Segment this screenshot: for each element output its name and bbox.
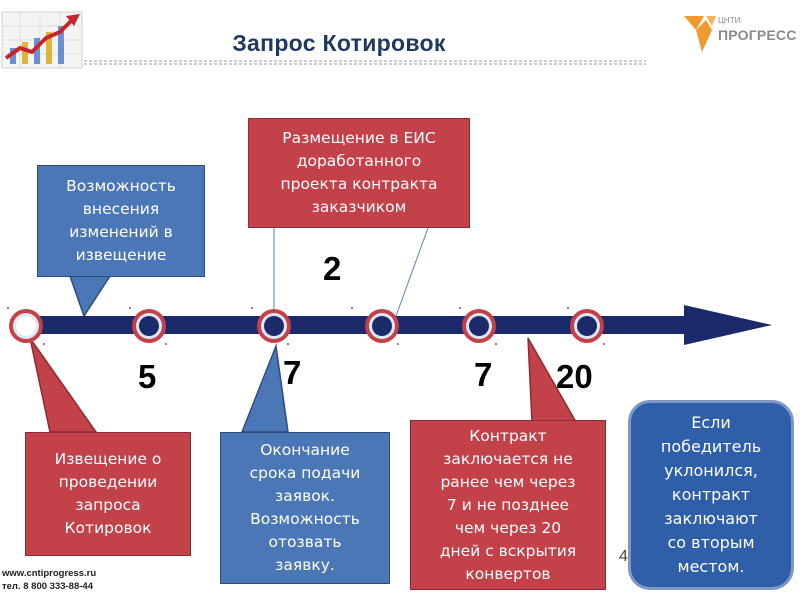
callout-tail-deadline [240,343,289,433]
brand-small-label: ЦНТИ [718,16,741,25]
timeline-node [462,309,496,343]
brand-name: ПРОГРЕСС [718,27,797,43]
brand-logo-icon [684,16,716,52]
connector-line [395,227,429,317]
timeline-arrow-head [684,305,772,345]
page-number: 4 [619,548,628,565]
interval-number: 20 [556,358,593,395]
timeline-arrow-shaft [22,316,694,334]
title-divider [84,60,646,65]
timeline-node [257,309,291,343]
callout-placement: Размещение в ЕИС доработанного проекта к… [248,118,470,228]
callout-winner: Если победитель уклонился, контракт закл… [628,400,794,590]
timeline-node [365,309,399,343]
timeline-node [9,309,43,343]
timeline-node [132,309,166,343]
callout-tail-changes [68,275,112,318]
footer-phone: тел. 8 800 333-88-44 [2,581,93,592]
page-title: Запрос Котировок [232,30,446,56]
callout-notice: Извещение о проведении запроса Котировок [25,432,191,556]
callout-deadline: Окончание срока подачи заявок. Возможнос… [220,432,390,584]
interval-number: 7 [474,356,493,393]
interval-number: 7 [283,354,302,391]
callout-changes: Возможность внесения изменений в извещен… [37,165,205,277]
callout-contract: Контракт заключается не ранее чем через … [410,420,606,590]
timeline-node [570,309,604,343]
callout-tail-notice [29,337,98,433]
interval-number: 5 [138,358,157,395]
interval-number: 2 [323,250,342,287]
footer-website[interactable]: www.cntiprogress.ru [2,568,97,579]
callout-tail-placement [282,226,326,238]
chart-logo-icon [1,11,83,69]
